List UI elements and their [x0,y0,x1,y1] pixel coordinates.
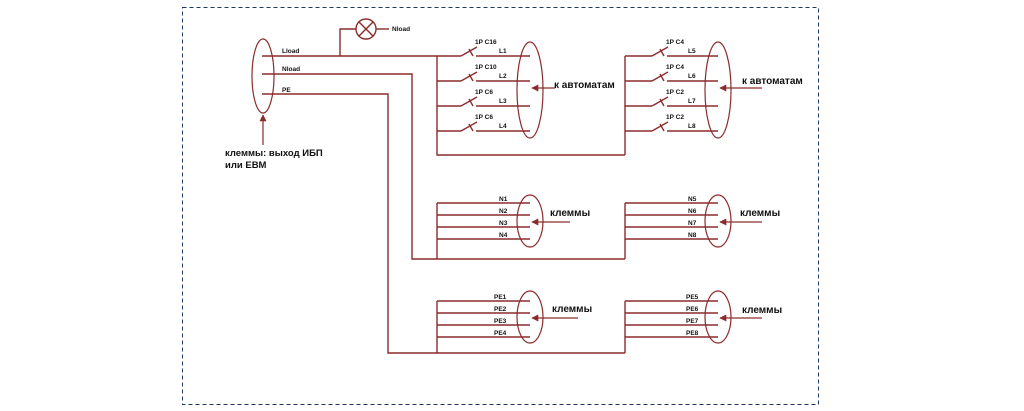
breaker-l3: 1P C6 L3 [437,89,530,107]
svg-text:L4: L4 [499,123,507,130]
diagram-border [182,7,819,405]
input-clamp-label-line2: или EBM [225,160,267,171]
nload-wire [262,73,625,260]
breaker-l4: 1P C6 L4 [437,114,530,132]
pe-pe2-label: PE2 [494,306,507,313]
input-clamp-label-line1: клеммы: выход ИБП [225,148,323,159]
lload-label: Lload [282,48,299,55]
neutral-n7-label: N7 [688,220,697,227]
lamp-wire [339,28,356,56]
breaker-l7: 1P C2 L7 [625,89,718,107]
svg-text:L7: L7 [688,98,696,105]
svg-text:1P C4: 1P C4 [666,64,684,71]
neutral-n5-label: N5 [688,196,697,203]
svg-text:1P C16: 1P C16 [475,39,497,46]
pe-pe6-label: PE6 [686,306,699,313]
left-breaker-label: к автоматам [554,80,615,91]
neutral-n1-label: N1 [499,196,508,203]
neutral-right-clamp [704,194,732,248]
breaker-l6: 1P C4 L6 [625,64,718,82]
pe-pe3-label: PE3 [494,318,507,325]
svg-text:L5: L5 [688,48,696,55]
input-clamp-ellipse [251,38,275,114]
svg-text:1P C6: 1P C6 [475,89,493,96]
svg-text:1P C10: 1P C10 [475,64,497,71]
pe-left-label: клеммы [552,304,592,315]
neutral-n2-label: N2 [499,208,508,215]
breaker-l2: 1P C10 L2 [437,64,530,82]
svg-text:L2: L2 [499,73,507,80]
neutral-n3-label: N3 [499,220,508,227]
svg-text:L6: L6 [688,73,696,80]
svg-text:1P C2: 1P C2 [666,114,684,121]
pe-label: PE [282,87,291,94]
lamp-label: Nload [392,26,410,33]
neutral-n8-label: N8 [688,232,697,239]
breaker-l8: 1P C2 L8 [625,114,718,132]
neutral-left-clamp [516,194,544,248]
svg-text:L1: L1 [499,48,507,55]
svg-text:1P C6: 1P C6 [475,114,493,121]
lamp-icon [355,18,377,40]
pe-pe8-label: PE8 [686,330,699,337]
pe-pe5-label: PE5 [686,294,699,301]
svg-text:1P C2: 1P C2 [666,89,684,96]
pe-right-label: клеммы [742,305,782,316]
pe-right-clamp [704,290,732,344]
breaker-l1: 1P C16 L1 [437,39,530,57]
svg-text:L3: L3 [499,98,507,105]
pe-pe7-label: PE7 [686,318,699,325]
neutral-right-label: клеммы [740,208,780,219]
neutral-n4-label: N4 [499,232,508,239]
nload-label: Nload [282,66,300,73]
left-breaker-bus [436,56,625,156]
svg-text:1P C4: 1P C4 [666,39,684,46]
pe-pe1-label: PE1 [494,294,507,301]
pe-left-clamp [516,290,544,344]
left-breaker-clamp [516,41,544,139]
breaker-l5: 1P C4 L5 [625,39,718,57]
neutral-n6-label: N6 [688,208,697,215]
svg-text:L8: L8 [688,123,696,130]
pe-wire [262,93,625,354]
right-breaker-clamp [704,41,732,139]
neutral-left-label: клеммы [550,208,590,219]
right-breaker-label: к автоматам [742,76,803,87]
pe-pe4-label: PE4 [494,330,507,337]
